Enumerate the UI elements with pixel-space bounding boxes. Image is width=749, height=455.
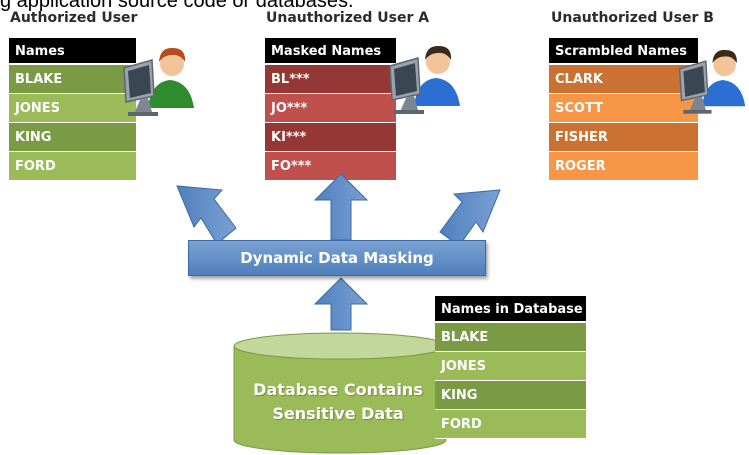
table-row: KI***: [265, 123, 396, 152]
unauthorized-user-b-title: Unauthorized User B: [551, 10, 714, 26]
table-row: KING: [435, 381, 586, 410]
table-row: BLAKE: [9, 65, 136, 94]
user-computer-icon: [678, 49, 746, 114]
authorized-user-title: Authorized User: [10, 10, 138, 26]
table-row: FO***: [265, 152, 396, 181]
database-label-line2: Sensitive Data: [272, 404, 404, 423]
table-header: Names in Database: [435, 296, 586, 323]
unauthorized-user-a-title: Unauthorized User A: [266, 10, 430, 26]
database-label-line1: Database Contains: [253, 380, 423, 399]
table-row: CLARK: [549, 65, 698, 94]
table-row: BL***: [265, 65, 396, 94]
cutoff-caption: g application source code or databases.: [0, 0, 354, 12]
dynamic-data-masking-band: Dynamic Data Masking: [188, 240, 486, 276]
up-arrow-center: [313, 173, 369, 241]
up-left-arrow: [176, 185, 237, 245]
table-row: JONES: [435, 352, 586, 381]
table-header: Names: [9, 38, 136, 65]
table-row: FISHER: [549, 123, 698, 152]
table-row: FORD: [435, 410, 586, 439]
table-row: SCOTT: [549, 94, 698, 123]
table-row: JONES: [9, 94, 136, 123]
user-computer-icon: [123, 47, 194, 116]
masked-names-table: Masked Names BL*** JO*** KI*** FO***: [265, 38, 396, 181]
table-header: Scrambled Names: [549, 38, 698, 65]
database-names-table: Names in Database BLAKE JONES KING FORD: [435, 296, 586, 439]
table-row: KING: [9, 123, 136, 152]
scrambled-names-table: Scrambled Names CLARK SCOTT FISHER ROGER: [549, 38, 698, 181]
database-cylinder-icon: [233, 332, 447, 454]
table-header: Masked Names: [265, 38, 396, 65]
authorized-names-table: Names BLAKE JONES KING FORD: [9, 38, 136, 181]
database-label: Database Contains Sensitive Data: [238, 378, 438, 426]
up-arrow-database: [313, 277, 369, 331]
up-right-arrow: [439, 189, 501, 247]
table-row: JO***: [265, 94, 396, 123]
table-row: FORD: [9, 152, 136, 181]
user-computer-icon: [389, 45, 460, 114]
table-row: ROGER: [549, 152, 698, 181]
table-row: BLAKE: [435, 323, 586, 352]
